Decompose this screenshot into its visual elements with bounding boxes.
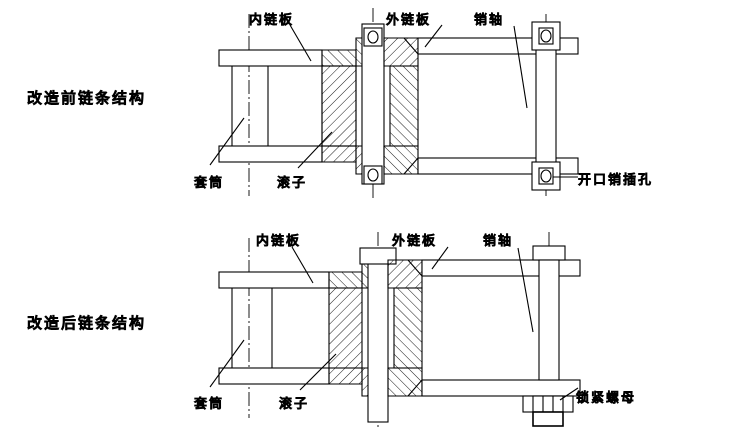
pin-shaft-center-bottom: [367, 261, 389, 423]
cotter-hole-bottom-center-top: [367, 168, 379, 182]
outer-plate-chamfer-upper-bottom: [407, 259, 423, 277]
label-pin-shaft-bottom: 销轴: [483, 234, 513, 249]
cotter-hole-circle-bottom-right-top: [540, 169, 552, 183]
outer-plate-chamfer-lower-bottom: [407, 379, 423, 397]
outer-plate-shoulder-upper-right-top: [383, 37, 419, 67]
label-bushing-top: 套筒: [194, 175, 224, 191]
label-inner-plate-bottom: 内链板: [256, 233, 301, 249]
leader-inner-plate-bottom: [291, 246, 314, 284]
leader-roller-top: [297, 131, 333, 169]
label-pin-shaft-top: 销轴: [474, 13, 504, 28]
inner-plate-upper-bottom: [218, 271, 330, 289]
leader-bushing-top: [209, 117, 245, 166]
bolt-head-right-bottom: [532, 245, 566, 261]
leader-bushing-bottom: [209, 339, 245, 388]
label-roller-top: 滚子: [277, 175, 307, 191]
cotter-hole-top-center-top: [367, 30, 379, 44]
cotter-hole-circle-top-right-top: [540, 29, 552, 43]
roller-block-right-top: [389, 65, 419, 147]
inner-plate-lower-hatch-top: [321, 145, 357, 163]
pin-shaft-center-top: [361, 23, 385, 185]
outer-plate-lower-right-bottom: [421, 379, 581, 397]
bottom-diagram-group: 内链板 外链板 销轴 套筒 滚子 锁紧螺母: [193, 232, 636, 430]
roller-block-left-outline-top: [321, 65, 357, 147]
roller-block-right-bottom: [393, 287, 423, 369]
inner-plate-lower-hatch-bottom: [328, 367, 363, 385]
roller-block-left-bottom: [328, 287, 363, 369]
leader-pin-shaft-top: [513, 25, 528, 109]
label-lock-nut-bottom: 锁紧螺母: [576, 390, 636, 406]
inner-plate-upper-hatch-bottom: [328, 271, 363, 289]
label-roller-bottom: 滚子: [279, 396, 309, 412]
inner-plate-lower-bottom: [218, 367, 330, 385]
label-outer-plate-top: 外链板: [386, 13, 431, 28]
leader-outer-plate-bottom: [431, 246, 449, 270]
outer-plate-chamfer-lower-top: [403, 157, 419, 175]
pin-head-center-bottom: [359, 247, 397, 265]
label-outer-plate-bottom: 外链板: [392, 234, 437, 249]
bolt-tip-right-bottom: [532, 411, 564, 427]
inner-plate-upper-hatch-top: [321, 49, 357, 67]
roller-block-left-top: [321, 65, 357, 147]
label-inner-plate-top: 内链板: [249, 12, 294, 28]
top-diagram-group: 内链板 外链板 销轴 套筒 滚子 开口销插孔: [193, 8, 653, 200]
leader-pin-shaft-bottom: [517, 247, 534, 333]
leader-outer-plate-top: [424, 24, 443, 48]
outer-plate-chamfer-upper-top: [403, 37, 419, 55]
bolt-shank-right-bottom: [538, 259, 560, 381]
outer-plate-shoulder-upper-right-bottom: [387, 259, 423, 289]
leader-lock-nut-bottom: [559, 387, 579, 401]
caption-before-modification: 改造前链条结构: [27, 89, 146, 107]
outer-plate-shoulder-lower-right-top: [383, 145, 419, 175]
label-cotter-hole-top: 开口销插孔: [578, 173, 653, 188]
leader-inner-plate-top: [289, 24, 312, 62]
leader-roller-bottom: [299, 353, 337, 391]
lock-nut-body-right-bottom: [532, 395, 564, 413]
caption-after-modification: 改造后链条结构: [27, 314, 146, 332]
outer-plate-shoulder-lower-right-bottom: [387, 367, 423, 397]
label-bushing-bottom: 套筒: [194, 396, 224, 412]
